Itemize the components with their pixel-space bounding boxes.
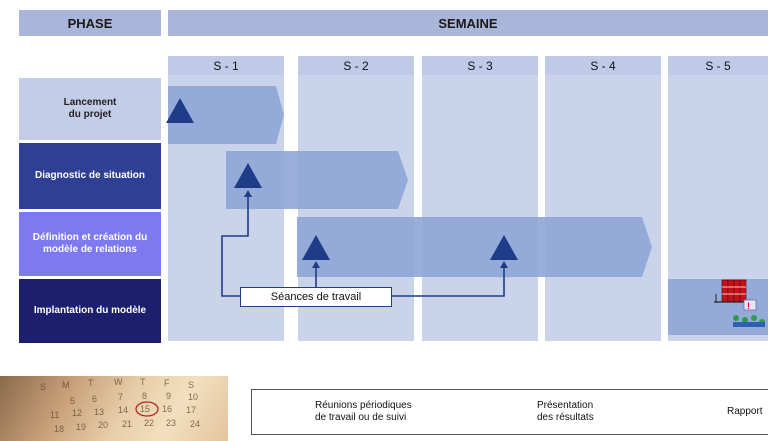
meeting-triangle-icon (490, 235, 518, 260)
svg-text:F: F (164, 378, 170, 388)
calendar-photo: S M T W T F S 5 6 7 8 9 10 11 12 13 14 15 16 17 18 19 20 21 2… (0, 376, 228, 441)
week-label-4: S - 4 (545, 56, 661, 75)
svg-text:23: 23 (166, 418, 176, 428)
svg-text:8: 8 (142, 391, 147, 401)
svg-text:17: 17 (186, 405, 196, 415)
svg-text:M: M (62, 380, 70, 390)
svg-text:14: 14 (118, 405, 128, 415)
svg-text:S: S (188, 380, 194, 390)
phase-diagnostic-label: Diagnostic de situation (34, 170, 145, 181)
legend-meetings-line1: Réunions périodiques (315, 400, 412, 411)
week-label-3: S - 3 (422, 56, 538, 75)
svg-text:T: T (140, 377, 146, 387)
svg-text:13: 13 (94, 407, 104, 417)
svg-text:22: 22 (144, 418, 154, 428)
svg-text:6: 6 (92, 394, 97, 404)
calendar-grid-graphic: S M T W T F S 5 6 7 8 9 10 11 12 13 14 15 16 17 18 19 20 21 2… (40, 377, 200, 434)
phase-launch: Lancement du projet (19, 78, 161, 140)
meeting-triangle-icon (302, 235, 330, 260)
svg-text:11: 11 (50, 410, 59, 420)
work-sessions-label: Séances de travail (240, 287, 392, 307)
meeting-triangle-icon (166, 98, 194, 123)
svg-text:7: 7 (118, 392, 123, 402)
legend-meetings-text: Réunions périodiques de travail ou de su… (315, 400, 412, 424)
phase-implementation: Implantation du modèle (19, 279, 161, 343)
svg-text:12: 12 (72, 408, 82, 418)
legend-meetings-line2: de travail ou de suivi (315, 412, 407, 423)
phase-launch-line2: du projet (68, 109, 112, 120)
arrow-definition (297, 217, 652, 277)
phase-launch-line1: Lancement (63, 97, 117, 108)
svg-text:9: 9 (166, 391, 171, 401)
svg-text:20: 20 (98, 420, 108, 430)
meeting-triangle-icon (234, 163, 262, 188)
svg-text:21: 21 (122, 419, 132, 429)
week-column-4 (545, 56, 661, 341)
legend-box: Réunions périodiques de travail ou de su… (251, 389, 768, 435)
svg-text:15: 15 (140, 404, 150, 414)
svg-text:24: 24 (190, 419, 200, 429)
arrow-diagnostic (226, 151, 408, 209)
svg-text:!: ! (747, 301, 750, 311)
svg-text:S: S (40, 382, 46, 392)
svg-text:W: W (114, 377, 123, 387)
svg-text:10: 10 (188, 392, 198, 402)
phase-implementation-label: Implantation du modèle (33, 305, 147, 316)
svg-text:T: T (88, 378, 94, 388)
presentation-icon: ! (733, 299, 765, 327)
svg-text:18: 18 (54, 424, 64, 434)
week-label-5: S - 5 (668, 56, 768, 75)
phase-definition-line2: modèle de relations (43, 244, 137, 255)
week-header: SEMAINE (168, 10, 768, 36)
week-column-3 (422, 56, 538, 341)
week-label-2: S - 2 (298, 56, 414, 75)
legend-presentation-text: Présentation des résultats (537, 400, 594, 424)
phase-definition: Définition et création du modèle de rela… (19, 212, 161, 276)
phase-header: PHASE (19, 10, 161, 36)
legend-presentation-line1: Présentation (537, 400, 594, 411)
arrow-launch (168, 86, 284, 144)
phase-diagnostic: Diagnostic de situation (19, 143, 161, 209)
svg-text:16: 16 (162, 404, 172, 414)
phase-definition-line1: Définition et création du (32, 232, 148, 243)
legend-report-text: Rapport (727, 406, 763, 417)
legend-presentation-line2: des résultats (537, 412, 594, 423)
report-binders-icon (714, 279, 748, 303)
week-label-1: S - 1 (168, 56, 284, 75)
svg-text:19: 19 (76, 422, 86, 432)
svg-text:5: 5 (70, 396, 75, 406)
